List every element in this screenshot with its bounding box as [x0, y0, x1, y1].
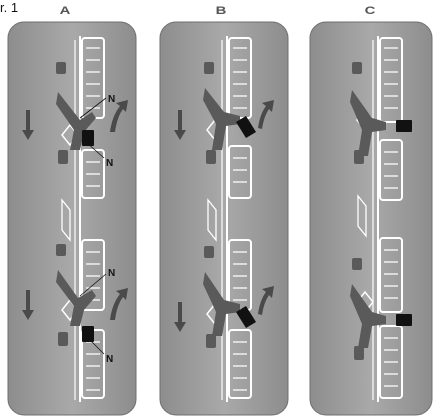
panel-c-letter: C — [364, 5, 376, 17]
panel-a-letter: A — [59, 5, 71, 17]
callout-n-1: N — [108, 94, 115, 105]
panel-a-arms — [56, 62, 96, 346]
panel-c-arms — [350, 62, 386, 360]
callout-n-4: N — [106, 354, 113, 365]
figure-label: r. 1 — [0, 0, 19, 15]
panel-a-frame — [61, 36, 105, 402]
panel-b-letter: B — [215, 5, 227, 17]
panel-b-frame — [206, 36, 252, 402]
panel-a-arrows — [22, 100, 128, 320]
panel-a-background — [7, 21, 137, 416]
panel-a: N N N N — [7, 21, 137, 416]
panel-a-callout-lines — [79, 97, 107, 355]
panel-a-blocks — [82, 130, 94, 342]
callout-n-2: N — [106, 158, 113, 169]
callout-n-3: N — [108, 268, 115, 279]
panel-b-background — [159, 21, 289, 416]
panel-c — [309, 21, 433, 416]
panel-b — [159, 21, 289, 416]
panel-b-blocks — [236, 116, 256, 328]
panel-b-arms — [203, 62, 240, 348]
panel-b-arrows — [174, 100, 274, 332]
panel-c-background — [309, 21, 433, 416]
panel-c-blocks — [396, 120, 412, 326]
